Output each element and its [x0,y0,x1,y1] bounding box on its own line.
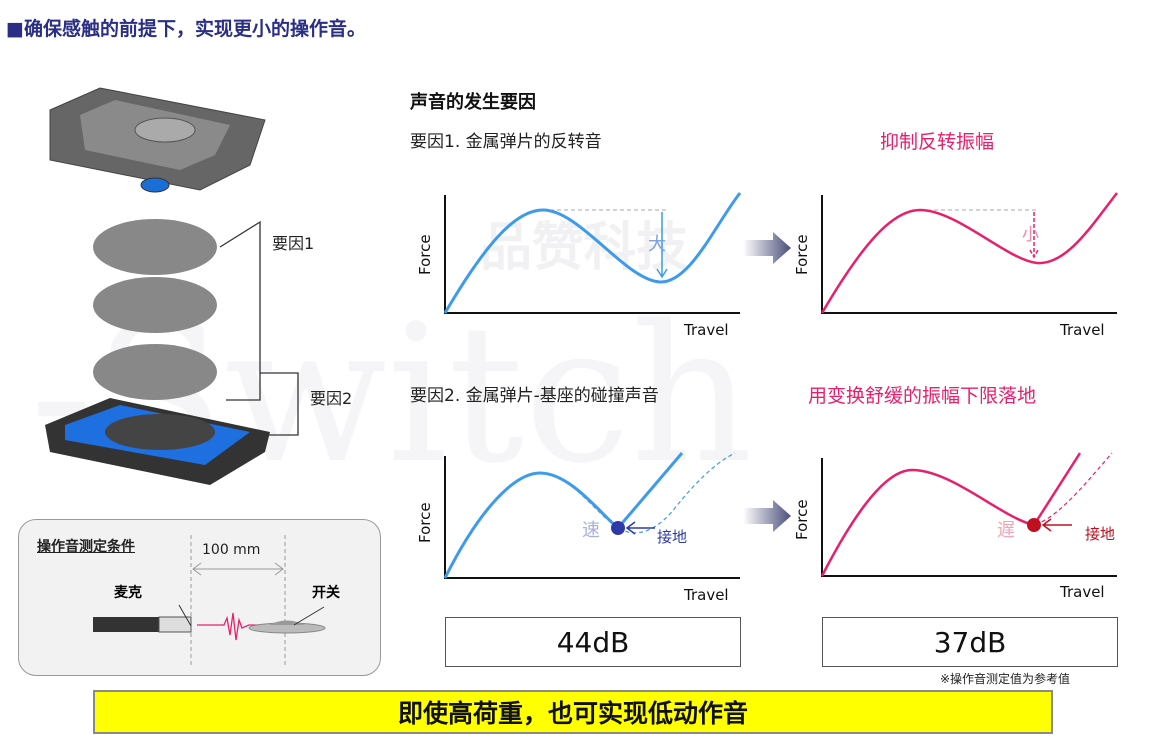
factor2-label: 要因2. 金属弹片-基座的碰撞声音 [410,386,659,406]
measurement-diagram [93,535,326,665]
slide-title: ■确保感触的前提下，实现更小的操作音。 [6,18,366,40]
x-axis-label: Travel [683,321,729,339]
contact-label: 接地 [657,528,687,546]
section-title: 声音的发生要因 [410,92,536,113]
speed-mark-fast: 速 [582,520,600,541]
arrow-right-icon [743,500,791,532]
factor1-part-label: 要因1 [272,234,315,253]
result-before: 44dB [445,617,741,667]
switch-label: 开关 [312,585,340,601]
distance-label: 100 mm [202,542,261,558]
x-axis-label: Travel [1059,321,1105,339]
condition-heading: 操作音测定条件 [37,539,135,555]
x-axis-label: Travel [1059,583,1105,601]
force-travel-graph-after-2: 遅 接地 Force Travel [793,452,1117,601]
mic-label: 麦克 [114,585,142,601]
contact-label: 接地 [1085,525,1115,543]
arrow-right-icon [743,232,791,264]
conclusion-banner: 即使高荷重，也可实现低动作音 [93,690,1053,734]
amplitude-mark-small: 小 [1022,225,1039,245]
force-travel-graph-before-2: 速 接地 Force Travel [416,452,740,604]
measurement-note: ※操作音测定值为参考值 [940,672,1071,686]
measurement-condition-box: 操作音测定条件 100 mm 麦克 开关 [18,519,381,676]
y-axis-label: Force [793,234,811,275]
y-axis-label: Force [416,234,434,275]
factor2-solution: 用变换舒缓的振幅下限落地 [808,385,1037,407]
factor1-solution: 抑制反转振幅 [880,131,995,153]
factor1-label: 要因1. 金属弹片的反转音 [410,132,602,152]
y-axis-label: Force [793,499,811,540]
speed-mark-slow: 遅 [997,520,1015,541]
exploded-switch-illustration [45,87,299,485]
amplitude-mark-large: 大 [648,234,666,255]
x-axis-label: Travel [683,586,729,604]
factor2-part-label: 要因2 [310,389,353,408]
force-travel-graph-after-1: 小 Force Travel [793,192,1118,339]
force-travel-graph-before-1: 大 Force Travel [416,192,742,339]
y-axis-label: Force [416,502,434,543]
result-after: 37dB [822,617,1118,667]
